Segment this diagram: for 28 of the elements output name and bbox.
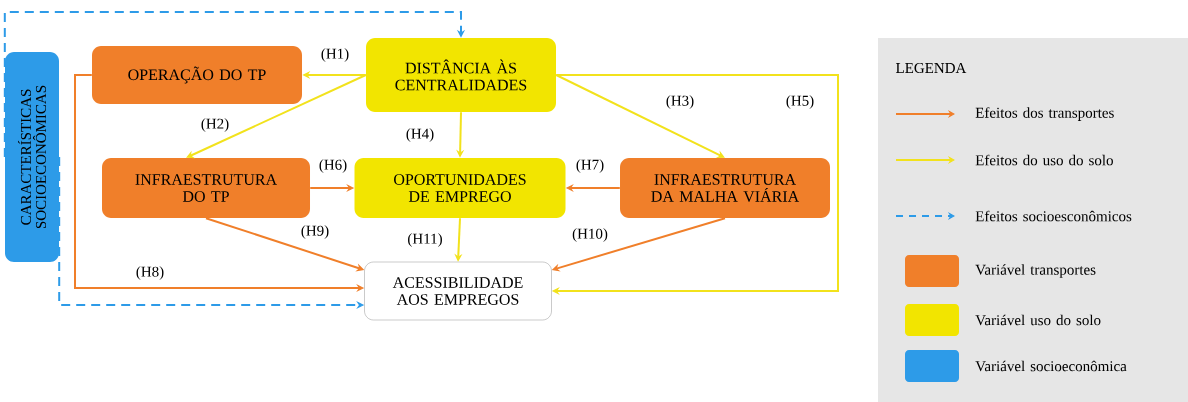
edge-label: (H1) xyxy=(319,47,351,63)
edge-label: (H7) xyxy=(574,158,606,174)
legend-text: Efeitos do uso do solo xyxy=(975,154,1113,166)
arrow xyxy=(186,74,367,159)
arrow xyxy=(555,74,725,158)
outcome-box: ACESSIBILIDADE AOS EMPREGOS xyxy=(364,261,552,321)
edge-label: (H9) xyxy=(299,224,331,240)
edge-label: (H2) xyxy=(199,117,231,133)
legend-text: Variável uso do solo xyxy=(975,314,1101,326)
legend-text: Efeitos socioesconômicos xyxy=(975,210,1132,222)
edge-label: (H4) xyxy=(404,127,436,143)
variable-box: INFRAESTRUTURA DO TP xyxy=(102,158,310,218)
variable-box: OPERAÇÃO DO TP xyxy=(92,46,302,104)
edge-label: (H5) xyxy=(784,94,816,110)
variable-box: CARACTERÍSTICAS SOCIOECONÔMICAS xyxy=(5,52,59,262)
legend-text: Variável socioeconômica xyxy=(975,360,1127,372)
legend-text: Variável transportes xyxy=(975,264,1096,278)
edge-label: (H8) xyxy=(134,265,166,281)
edge-label: (H3) xyxy=(664,94,696,110)
arrow xyxy=(3,11,466,158)
variable-box: OPORTUNIDADES DE EMPREGO xyxy=(354,158,566,218)
edge-label: (H11) xyxy=(406,232,444,248)
legend-title: LEGENDA xyxy=(896,62,967,74)
edge-label: (H6) xyxy=(317,158,349,174)
variable-box: INFRAESTRUTURA DA MALHA VIÁRIA xyxy=(620,158,830,218)
legend-text: Efeitos dos transportes xyxy=(975,107,1114,121)
edge-label: (H10) xyxy=(571,227,609,243)
variable-box: DISTÂNCIA ÀS CENTRALIDADES xyxy=(366,38,556,112)
